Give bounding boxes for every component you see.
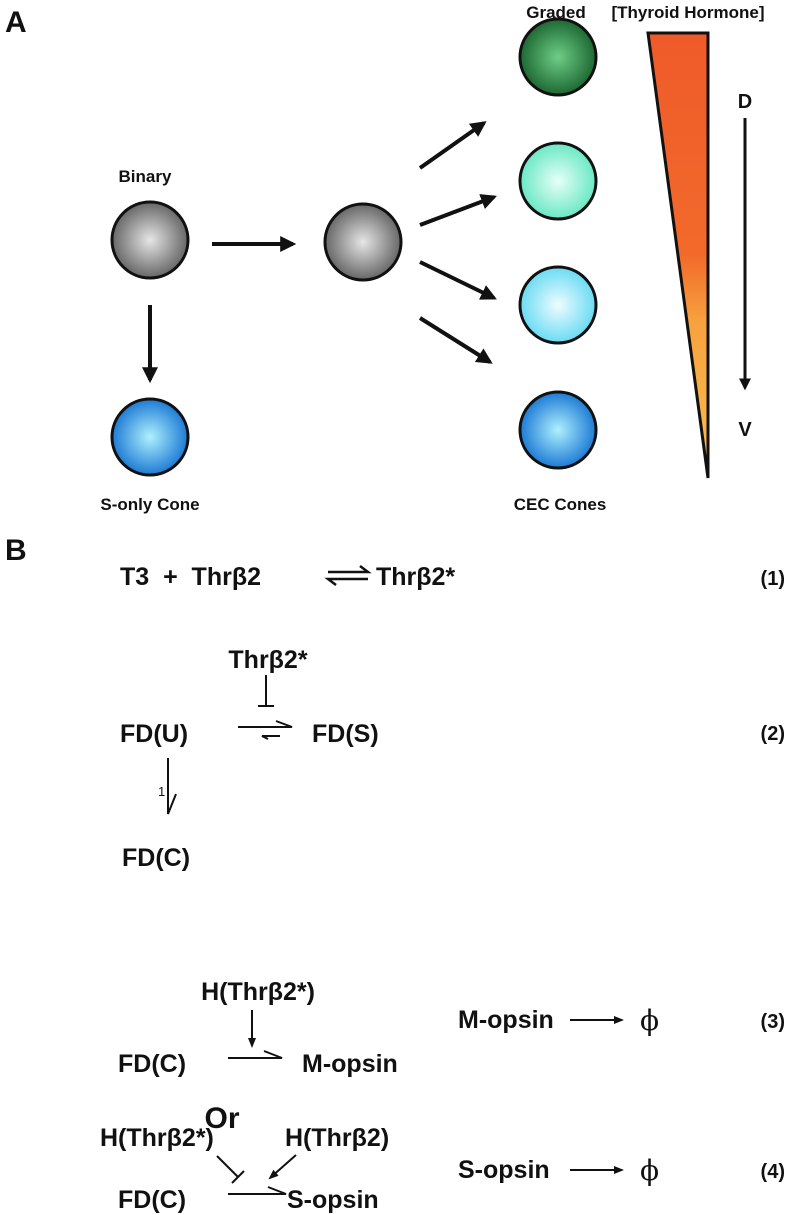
arrow-to-green [418, 121, 487, 170]
eq2-reaction-arrows [238, 720, 293, 740]
cone-cyan [518, 265, 598, 345]
cone-blue [518, 390, 598, 470]
equilibrium-arrows [324, 565, 372, 586]
eq2-right: FD(S) [312, 720, 379, 748]
hormone-label: [Thyroid Hormone] [612, 3, 765, 22]
arrow-to-cyan [419, 260, 497, 300]
eq2-bottom: FD(C) [122, 844, 190, 872]
inhibition-bar [258, 675, 274, 707]
eq2-number: (2) [761, 723, 785, 745]
commitment-arrow [167, 758, 177, 815]
precursor-cell [323, 202, 403, 282]
panel-a-label: A [5, 6, 27, 39]
eq2-regulator: Thrβ2* [228, 646, 307, 674]
eq4-left: FD(C) [118, 1186, 186, 1214]
eq4-inhibitor: H(Thrβ2*) [100, 1124, 214, 1152]
eq4-decay-left: S-opsin [458, 1156, 550, 1184]
graded-label: Graded [526, 3, 586, 22]
s-only-cone-cell [110, 397, 190, 477]
eq4-decay-right: ϕ [640, 1154, 659, 1187]
eq1-number: (1) [761, 568, 785, 590]
panel-b-label: B [5, 534, 27, 567]
dorsal-label: D [738, 91, 752, 113]
eq4-reaction-arrow [228, 1186, 287, 1195]
hormone-gradient-wedge [646, 31, 710, 479]
progenitor-cell [110, 200, 190, 280]
cec-label: CEC Cones [514, 495, 607, 514]
s-only-label: S-only Cone [100, 495, 199, 514]
eq3-number: (3) [761, 1011, 785, 1033]
cone-green [518, 17, 598, 97]
eq4-number: (4) [761, 1161, 785, 1183]
eq3-decay-right: ϕ [640, 1004, 659, 1037]
eq3-right: M-opsin [302, 1050, 398, 1078]
activation-arrow-s [268, 1154, 297, 1180]
eq3-left: FD(C) [118, 1050, 186, 1078]
arrow-to-aqua [419, 194, 497, 227]
binary-label: Binary [119, 167, 172, 186]
eq3-decay-left: M-opsin [458, 1006, 554, 1034]
eq2-left: FD(U) [120, 720, 188, 748]
eq3-regulator: H(Thrβ2*) [201, 978, 315, 1006]
eq1-right: Thrβ2* [376, 563, 455, 591]
inhibition-bar-s [216, 1155, 245, 1184]
eq4-right: S-opsin [287, 1186, 379, 1214]
cone-aqua [518, 141, 598, 221]
eq4-activator: H(Thrβ2) [285, 1124, 389, 1152]
eq1-left: T3 + Thrβ2 [120, 563, 261, 591]
commitment-rate: 1 [158, 784, 165, 799]
ventral-label: V [738, 419, 752, 441]
arrow-to-blue [418, 316, 493, 364]
eq3-reaction-arrow [228, 1050, 283, 1059]
or-label: Or [204, 1102, 239, 1135]
